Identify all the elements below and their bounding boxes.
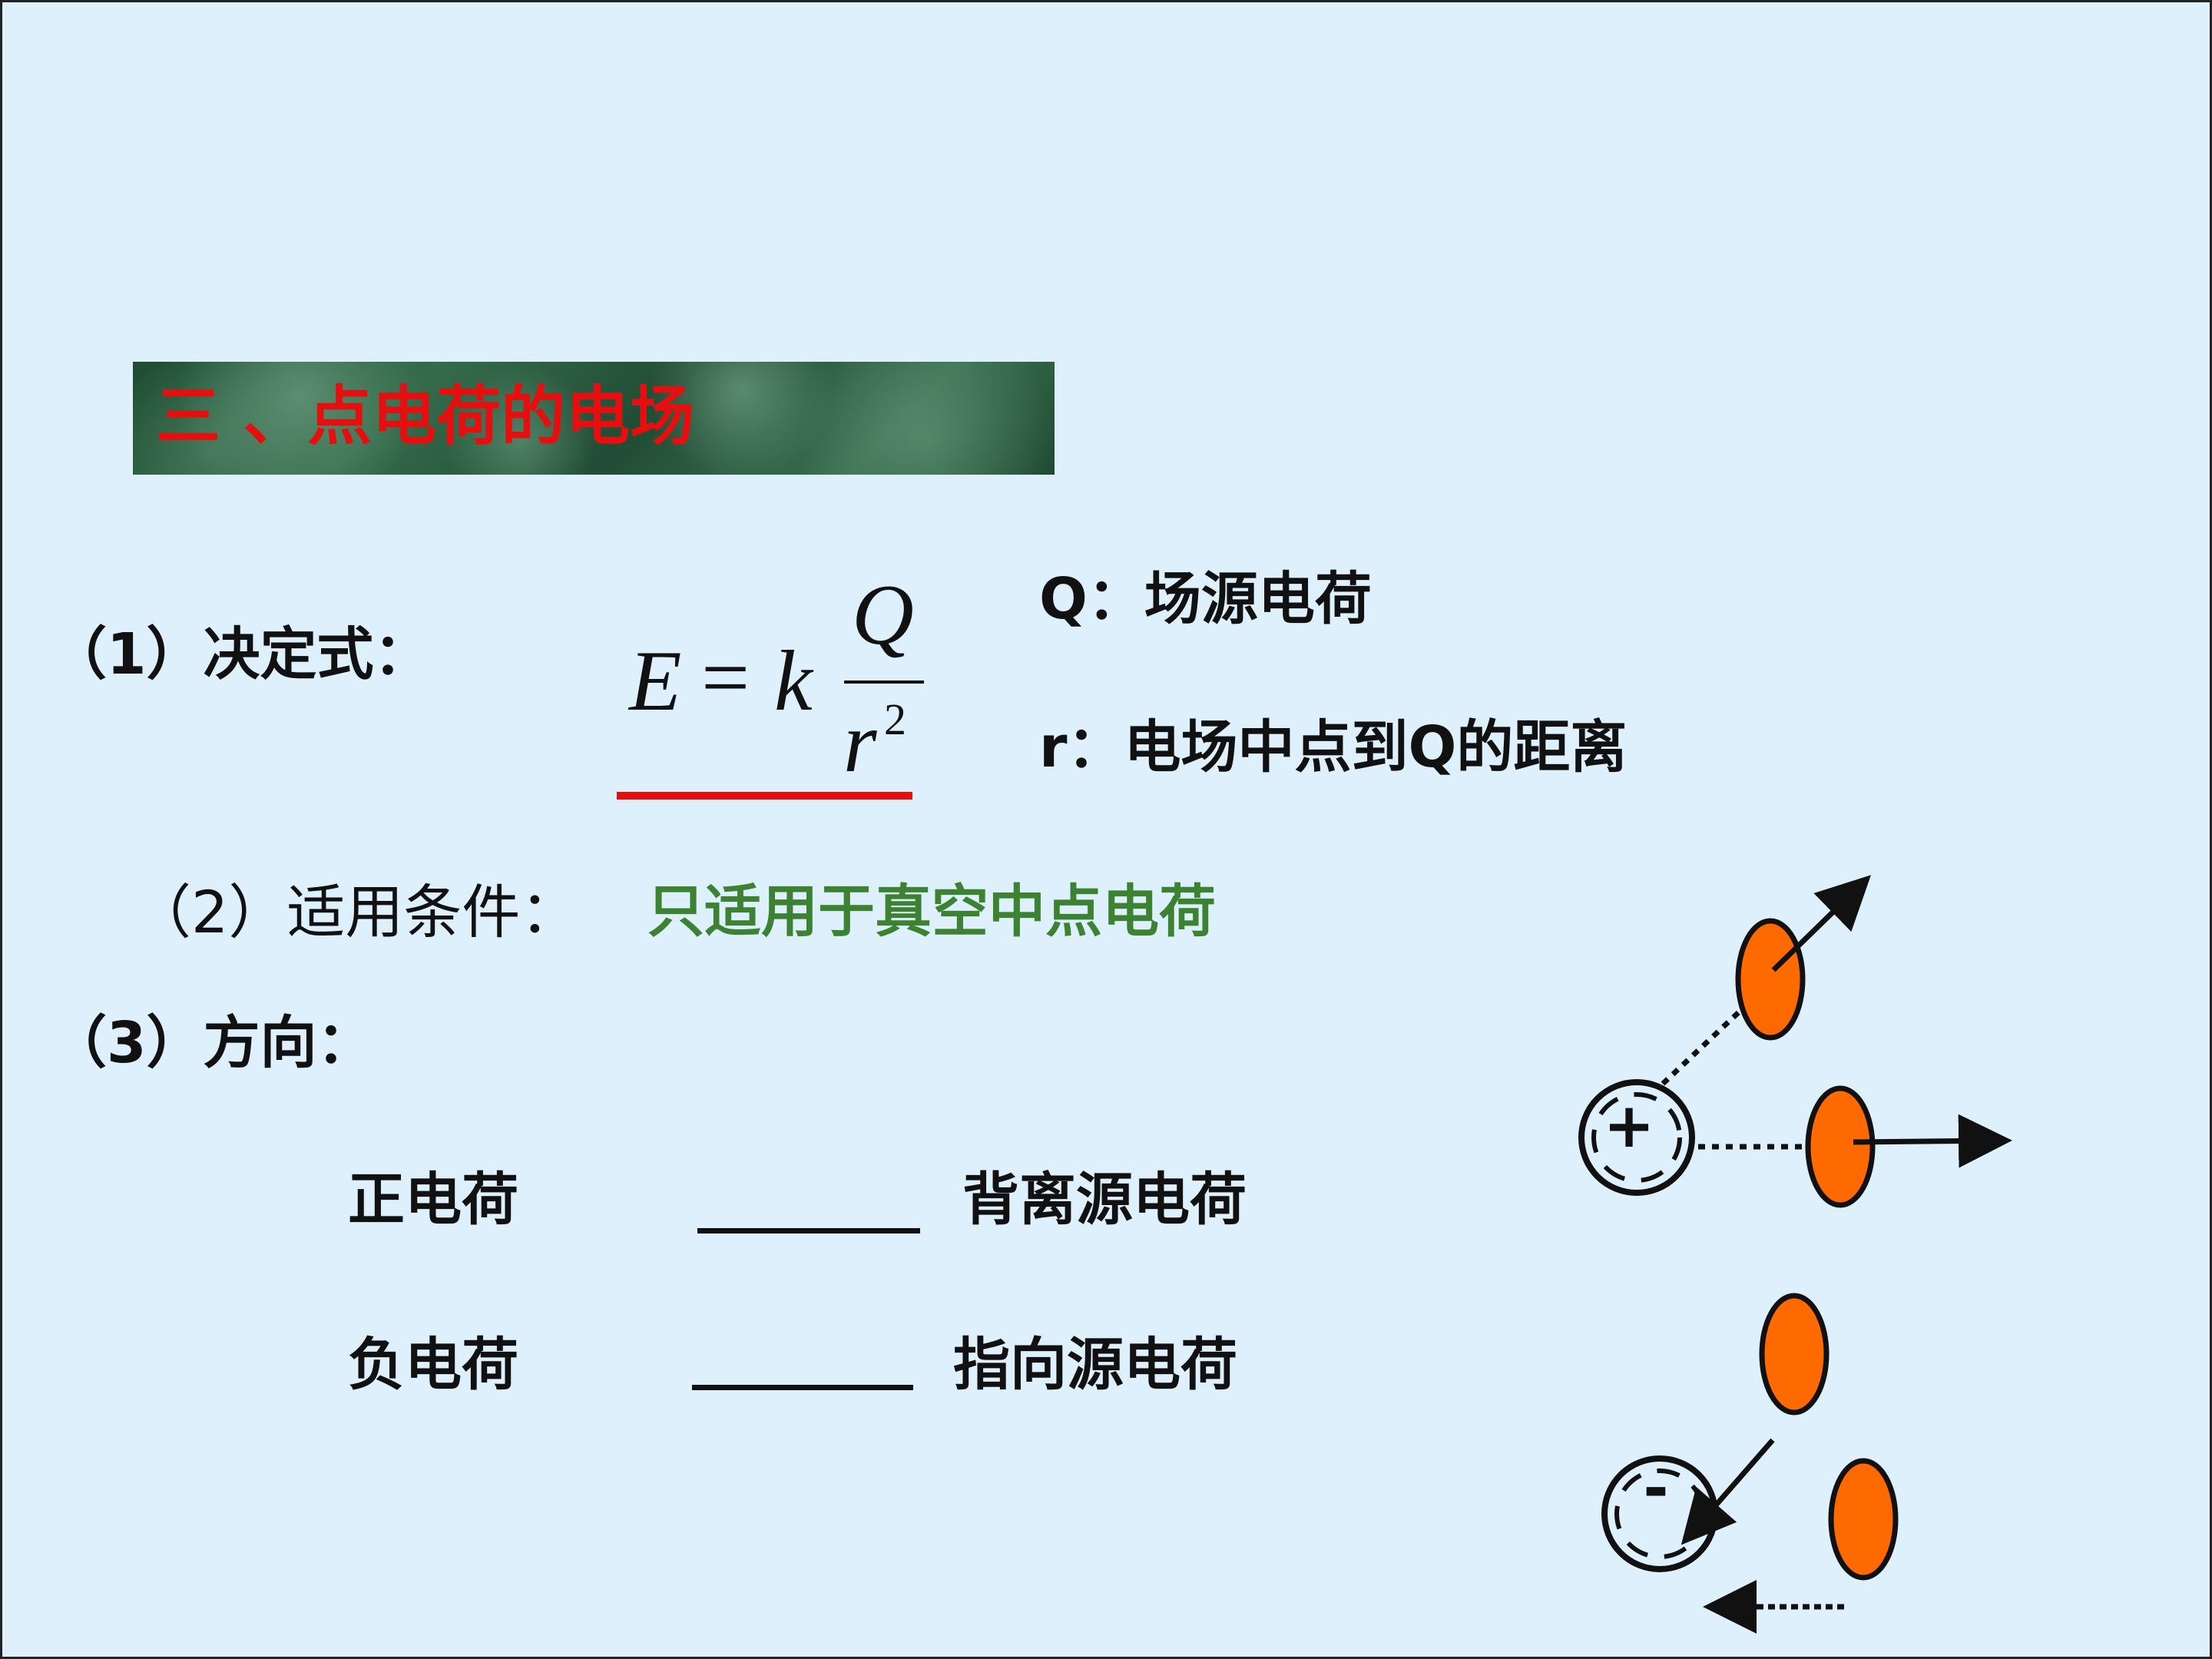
test-charge-right	[1805, 1085, 1876, 1208]
formula-k: k	[774, 634, 813, 729]
positive-source-group: +	[1578, 875, 2012, 1208]
negative-blank-line	[692, 1385, 913, 1390]
fraction-bar	[844, 680, 924, 684]
test-charge-upper	[1735, 918, 1806, 1041]
formula-denominator: r	[843, 695, 877, 790]
test-charge-right-neg	[1828, 1458, 1899, 1581]
positive-source-charge	[1578, 1079, 1695, 1196]
item2-label: （2）适用条件：	[133, 878, 579, 946]
item2-value: 只适用于真空中点电荷	[647, 879, 1216, 945]
r-definition: r：电场中点到Q的距离	[1039, 714, 1628, 780]
negative-direction: 指向源电荷	[953, 1332, 1237, 1398]
formula-numerator: Q	[852, 568, 914, 663]
positive-direction: 背离源电荷	[962, 1167, 1247, 1233]
q-definition: Q：场源电荷	[1039, 566, 1372, 632]
test-charge-upper-neg	[1759, 1293, 1830, 1416]
formula: E = k Q r 2	[624, 568, 932, 793]
formula-underline	[617, 792, 912, 800]
field-arrow-outward	[1771, 875, 1872, 972]
slide-title: 三 、点电荷的电场	[156, 378, 695, 454]
positive-charge-label: 正电荷	[348, 1167, 518, 1233]
positive-source-inner-ring	[1591, 1092, 1682, 1183]
field-arrow-inward	[1681, 1438, 1775, 1545]
positive-sign: +	[1603, 1090, 1654, 1161]
item3-label: （3）方向：	[50, 1010, 374, 1076]
negative-charge-label: 负电荷	[348, 1332, 518, 1398]
negative-sign: -	[1643, 1452, 1668, 1524]
formula-equals: =	[701, 631, 750, 726]
item1-label: （1）决定式：	[50, 621, 431, 687]
positive-blank-line	[697, 1228, 920, 1233]
formula-exponent: 2	[884, 694, 906, 744]
negative-source-group: -	[1601, 1293, 1899, 1634]
field-arrow-outward	[1853, 1114, 2012, 1168]
title-banner	[133, 362, 1055, 475]
formula-lhs: E	[629, 634, 682, 729]
